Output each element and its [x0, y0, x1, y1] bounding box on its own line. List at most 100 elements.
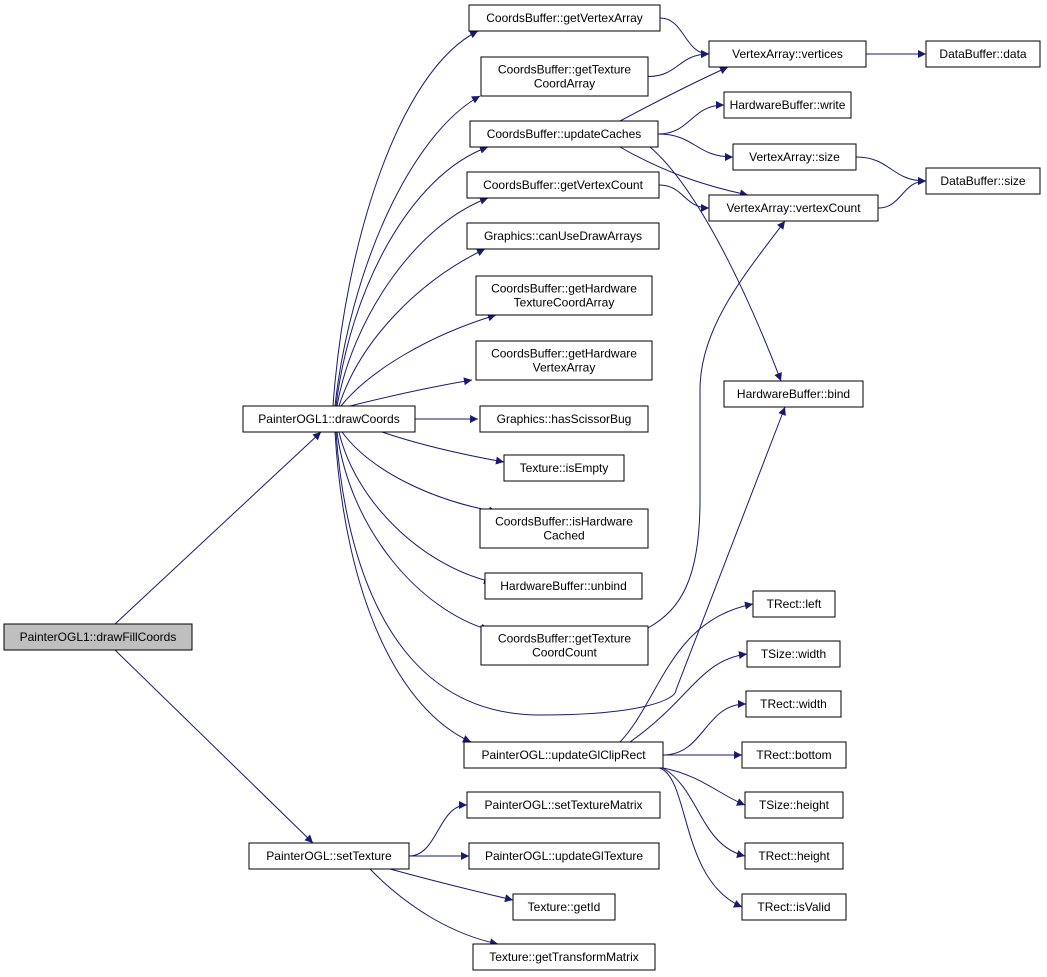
- edge-setTexture-to-setTextureMatrix: [408, 801, 468, 857]
- node-sizeWidth[interactable]: TSize::width: [746, 640, 841, 668]
- node-vertices[interactable]: VertexArray::vertices: [708, 40, 867, 68]
- node-box: [484, 572, 643, 600]
- node-box: [3, 623, 193, 651]
- node-vertexCount[interactable]: VertexArray::vertexCount: [708, 194, 879, 222]
- node-label: PainterOGL1::drawCoords: [258, 412, 399, 426]
- node-box: [466, 222, 660, 250]
- node-getVertexArray[interactable]: CoordsBuffer::getVertexArray: [468, 4, 661, 32]
- edge-drawCoords-to-isEmpty: [381, 431, 505, 465]
- node-canUseDrawArrays[interactable]: Graphics::canUseDrawArrays: [466, 222, 660, 250]
- node-label: Texture::getTransformMatrix: [489, 950, 639, 964]
- node-setTextureMatrix[interactable]: PainterOGL::setTextureMatrix: [466, 791, 661, 819]
- node-drawCoords[interactable]: PainterOGL1::drawCoords: [242, 405, 416, 433]
- node-box: [746, 640, 841, 668]
- node-box: [468, 4, 661, 32]
- node-label: TRect::isValid: [757, 900, 830, 914]
- node-box: [741, 741, 847, 769]
- node-hasScissorBug[interactable]: Graphics::hasScissorBug: [479, 405, 649, 433]
- edge-root-to-setTexture: [114, 649, 314, 844]
- node-label: PainterOGL::updateGlTexture: [485, 849, 643, 863]
- node-label: VertexArray::vertices: [732, 47, 843, 61]
- node-label: TSize::height: [759, 798, 830, 812]
- node-box: [466, 171, 660, 199]
- node-rectHeight[interactable]: TRect::height: [744, 842, 844, 870]
- node-box: [469, 120, 659, 148]
- node-updateGlClipRect[interactable]: PainterOGL::updateGlClipRect: [463, 741, 664, 769]
- node-getVertexCount[interactable]: CoordsBuffer::getVertexCount: [466, 171, 660, 199]
- node-box: [925, 40, 1041, 68]
- node-box: [925, 167, 1041, 195]
- node-box: [475, 340, 653, 381]
- node-box: [503, 454, 625, 482]
- node-box: [472, 943, 656, 971]
- edge-updateCaches-to-vaSize: [657, 133, 734, 161]
- edge-drawCoords-to-getHwTexCoordArray: [340, 313, 497, 407]
- node-label: HardwareBuffer::bind: [737, 387, 850, 401]
- node-box: [732, 143, 857, 171]
- node-box: [752, 590, 836, 618]
- edge-setTexture-to-getId: [389, 868, 514, 903]
- node-label: CoordsBuffer::isHardware: [495, 515, 633, 529]
- node-label: TSize::width: [761, 647, 826, 661]
- edge-getTextureCoordCount-to-vertexCount: [647, 220, 786, 629]
- edge-drawCoords-to-getHwVertexArray: [349, 377, 473, 407]
- node-rectIsValid[interactable]: TRect::isValid: [741, 893, 847, 921]
- edge-getTextureCoordArray-to-vertices: [647, 50, 710, 77]
- edge-updateGlClipRect-to-rectHeight: [662, 767, 746, 858]
- node-isEmpty[interactable]: Texture::isEmpty: [503, 454, 625, 482]
- node-getId[interactable]: Texture::getId: [512, 893, 616, 921]
- node-root[interactable]: PainterOGL1::drawFillCoords: [3, 623, 193, 651]
- node-label: Cached: [543, 529, 584, 543]
- node-label: TRect::height: [758, 849, 830, 863]
- node-label: HardwareBuffer::unbind: [500, 579, 627, 593]
- node-rectBottom[interactable]: TRect::bottom: [741, 741, 847, 769]
- node-sizeHeight[interactable]: TSize::height: [744, 791, 844, 819]
- node-box: [512, 893, 616, 921]
- edge-drawCoords-to-hwBind: [335, 406, 786, 716]
- node-box: [723, 380, 864, 408]
- edge-updateGlClipRect-to-sizeHeight: [662, 767, 746, 806]
- node-rectLeft[interactable]: TRect::left: [752, 590, 836, 618]
- edge-updateGlClipRect-to-rectIsValid: [659, 767, 743, 908]
- node-hwBind[interactable]: HardwareBuffer::bind: [723, 380, 864, 408]
- edge-updateCaches-to-hwWrite: [657, 101, 725, 135]
- edge-root-to-drawCoords: [114, 431, 322, 625]
- node-box: [479, 405, 649, 433]
- node-box: [741, 893, 847, 921]
- node-hwUnbind[interactable]: HardwareBuffer::unbind: [484, 572, 643, 600]
- node-rectWidth[interactable]: TRect::width: [745, 690, 842, 718]
- node-label: PainterOGL1::drawFillCoords: [20, 630, 177, 644]
- node-label: CoordArray: [534, 77, 595, 91]
- edge-getVertexCount-to-vertexCount: [658, 184, 710, 212]
- node-label: CoordsBuffer::updateCaches: [487, 127, 642, 141]
- node-label: CoordsBuffer::getVertexArray: [486, 11, 643, 25]
- node-label: DataBuffer::size: [940, 174, 1025, 188]
- node-label: CoordsBuffer::getHardware: [491, 347, 637, 361]
- node-box: [744, 842, 844, 870]
- node-box: [708, 40, 867, 68]
- node-dbSize[interactable]: DataBuffer::size: [925, 167, 1041, 195]
- edge-updateGlClipRect-to-sizeWidth: [629, 651, 748, 743]
- node-hwWrite[interactable]: HardwareBuffer::write: [723, 91, 852, 119]
- edge-drawCoords-to-getVertexCount: [336, 197, 489, 407]
- node-dbData[interactable]: DataBuffer::data: [925, 40, 1041, 68]
- node-getHwTexCoordArray[interactable]: CoordsBuffer::getHardwareTextureCoordArr…: [475, 275, 653, 316]
- node-setTexture[interactable]: PainterOGL::setTexture: [248, 842, 410, 870]
- node-getTransformMatrix[interactable]: Texture::getTransformMatrix: [472, 943, 656, 971]
- node-box: [745, 690, 842, 718]
- edge-getVertexArray-to-vertices: [659, 17, 710, 58]
- node-box: [723, 91, 852, 119]
- node-vaSize[interactable]: VertexArray::size: [732, 143, 857, 171]
- node-label: CoordCount: [532, 646, 597, 660]
- edge-drawCoords-to-updateCaches: [335, 145, 489, 407]
- node-label: PainterOGL::updateGlClipRect: [481, 748, 646, 762]
- node-box: [242, 405, 416, 433]
- node-updateCaches[interactable]: CoordsBuffer::updateCaches: [469, 120, 659, 148]
- node-label: TextureCoordArray: [514, 296, 615, 310]
- node-label: VertexArray: [533, 361, 596, 375]
- node-updateGlTexture[interactable]: PainterOGL::updateGlTexture: [468, 842, 660, 870]
